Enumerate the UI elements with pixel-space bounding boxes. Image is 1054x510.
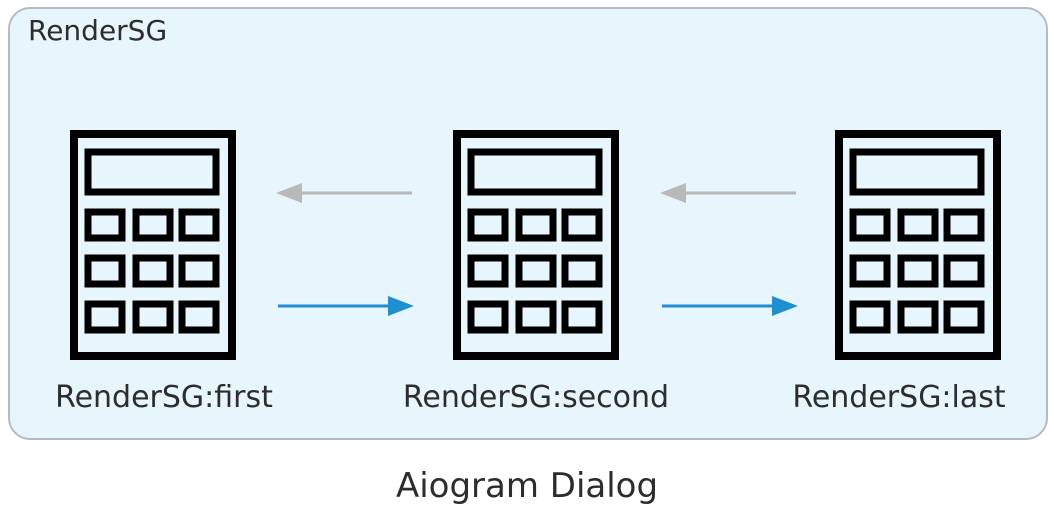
calculator-icon [70, 130, 236, 360]
node-last[interactable]: RenderSG:last [754, 130, 1044, 430]
diagram-caption: Aiogram Dialog [395, 466, 659, 506]
node-second[interactable]: RenderSG:second [386, 130, 686, 430]
node-label: RenderSG:first [55, 380, 273, 415]
calculator-icon [453, 130, 619, 360]
calculator-icon [835, 130, 1001, 360]
group-title: RenderSG [28, 14, 168, 47]
node-label: RenderSG:last [792, 380, 1006, 415]
node-first[interactable]: RenderSG:first [14, 130, 314, 430]
node-label: RenderSG:second [402, 380, 670, 415]
